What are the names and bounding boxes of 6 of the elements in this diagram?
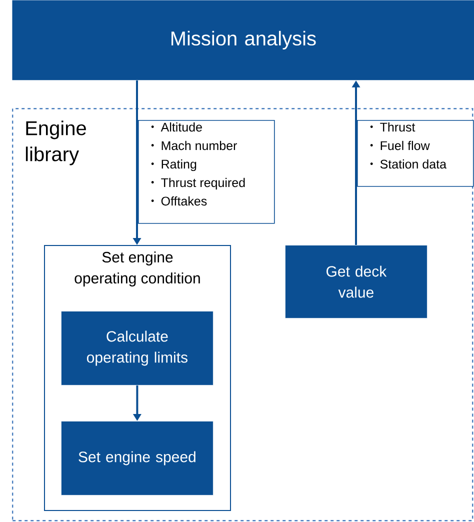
bullet-list-box: Thrust Fuel flow Station data — [357, 120, 474, 187]
header-banner: Mission analysis — [12, 0, 474, 80]
process-box: Set engine speed — [61, 421, 214, 496]
process-box: Calculate operating limits — [61, 311, 214, 386]
process-box: Get deck value — [285, 245, 428, 318]
bullet-list-box: Altitude Mach number Rating Thrust required Offtakes — [138, 120, 275, 224]
